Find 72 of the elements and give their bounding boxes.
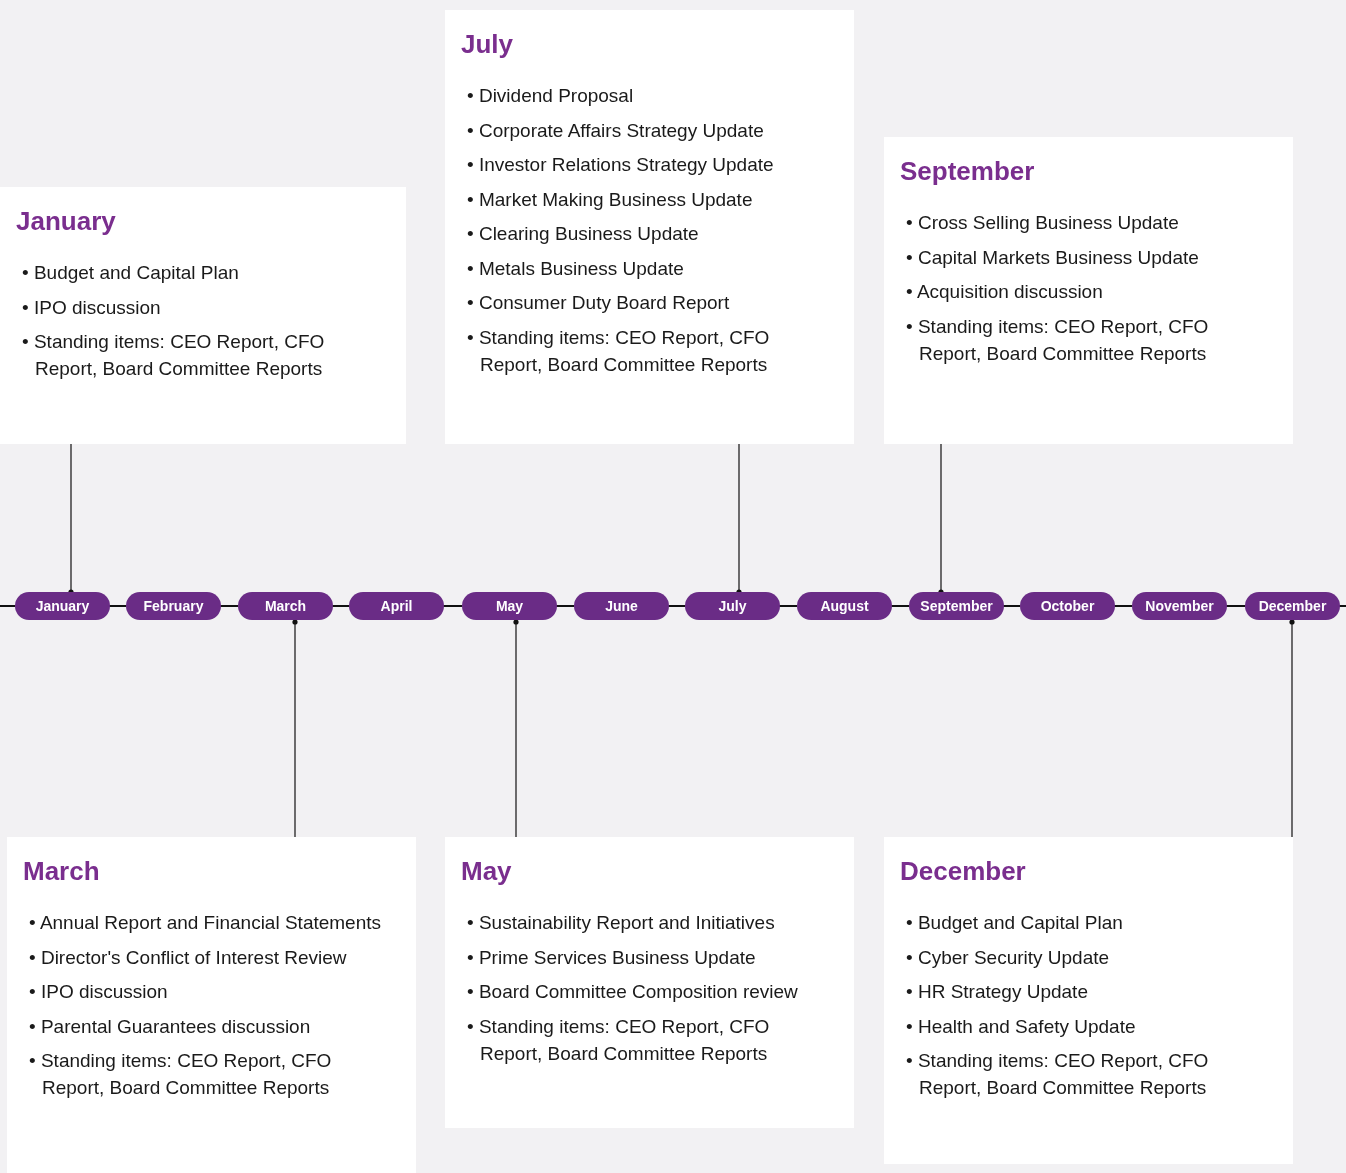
timeline-line xyxy=(778,605,798,607)
connector-line xyxy=(68,443,74,595)
timeline-line xyxy=(1002,605,1021,607)
month-pill: January xyxy=(15,592,110,620)
agenda-item: • Standing items: CEO Report, CFO Report, Board Committee Reports xyxy=(906,314,1210,366)
agenda-card xyxy=(7,837,416,1173)
agenda-card xyxy=(445,837,854,1128)
agenda-card xyxy=(445,10,854,444)
agenda-item: • Cyber Security Update xyxy=(906,945,1111,970)
month-pill: September xyxy=(909,592,1004,620)
connector-line xyxy=(513,619,519,838)
agenda-item: • IPO discussion xyxy=(29,980,169,1004)
agenda-item: • Standing items: CEO Report, CFO Report, Board Committee Reports xyxy=(467,1014,771,1066)
timeline-line xyxy=(555,605,575,607)
agenda-item: • Market Making Business Update xyxy=(467,187,754,212)
month-heading: March xyxy=(23,855,100,887)
agenda-item: • Standing items: CEO Report, CFO Report, Board Committee Reports xyxy=(467,325,771,377)
agenda-card xyxy=(0,187,406,444)
agenda-item: • Corporate Affairs Strategy Update xyxy=(467,118,765,143)
month-pill: June xyxy=(574,592,669,620)
agenda-item: • Clearing Business Update xyxy=(467,222,700,246)
month-heading: January xyxy=(16,205,116,237)
agenda-card xyxy=(884,137,1293,444)
agenda-item: • Standing items: CEO Report, CFO Report, Board Committee Reports xyxy=(29,1049,333,1100)
connector-line xyxy=(1289,619,1295,838)
timeline-line xyxy=(1338,605,1346,607)
agenda-item: • Acquisition discussion xyxy=(906,280,1104,304)
month-pill: February xyxy=(126,592,221,620)
agenda-item: • Consumer Duty Board Report xyxy=(467,291,731,315)
month-pill: March xyxy=(238,592,333,620)
agenda-item: • Parental Guarantees discussion xyxy=(29,1014,312,1039)
month-heading: September xyxy=(900,155,1035,187)
connector-line xyxy=(292,619,298,838)
agenda-item: • Director's Conflict of Interest Review xyxy=(29,945,348,970)
month-heading: December xyxy=(900,855,1026,887)
timeline-line xyxy=(331,605,350,607)
agenda-item: • Metals Business Update xyxy=(467,256,685,281)
timeline-line xyxy=(1225,605,1246,607)
agenda-item: • Prime Services Business Update xyxy=(467,945,757,970)
agenda-item: • Cross Selling Business Update xyxy=(906,211,1180,235)
agenda-item: • Investor Relations Strategy Update xyxy=(467,153,775,177)
agenda-item: • Sustainability Report and Initiatives xyxy=(467,911,776,935)
agenda-item: • Standing items: CEO Report, CFO Report, Board Committee Reports xyxy=(22,330,326,381)
timeline-line xyxy=(1113,605,1133,607)
agenda-item: • Budget and Capital Plan xyxy=(22,261,240,285)
month-pill: May xyxy=(462,592,557,620)
month-pill: July xyxy=(685,592,780,620)
month-pill: November xyxy=(1132,592,1227,620)
agenda-card xyxy=(884,837,1293,1164)
month-pill: December xyxy=(1245,592,1340,620)
connector-line xyxy=(736,443,742,595)
month-heading: May xyxy=(461,855,512,887)
timeline-line xyxy=(890,605,910,607)
agenda-item: • Capital Markets Business Update xyxy=(906,245,1200,270)
timeline-line xyxy=(667,605,686,607)
agenda-item: • Board Committee Composition review xyxy=(467,980,799,1004)
agenda-item: • Dividend Proposal xyxy=(467,84,635,108)
month-pill: April xyxy=(349,592,444,620)
agenda-item: • Annual Report and Financial Statements xyxy=(29,911,383,935)
timeline-line xyxy=(219,605,239,607)
timeline-line xyxy=(108,605,127,607)
agenda-item: • Budget and Capital Plan xyxy=(906,911,1124,935)
agenda-item: • Health and Safety Update xyxy=(906,1014,1137,1039)
agenda-item: • IPO discussion xyxy=(22,295,162,320)
timeline-line xyxy=(442,605,463,607)
month-pill: August xyxy=(797,592,892,620)
connector-line xyxy=(938,443,944,595)
timeline-line xyxy=(0,605,16,607)
agenda-item: • Standing items: CEO Report, CFO Report, Board Committee Reports xyxy=(906,1049,1210,1100)
agenda-item: • HR Strategy Update xyxy=(906,980,1089,1004)
month-heading: July xyxy=(461,28,514,60)
month-pill: October xyxy=(1020,592,1115,620)
